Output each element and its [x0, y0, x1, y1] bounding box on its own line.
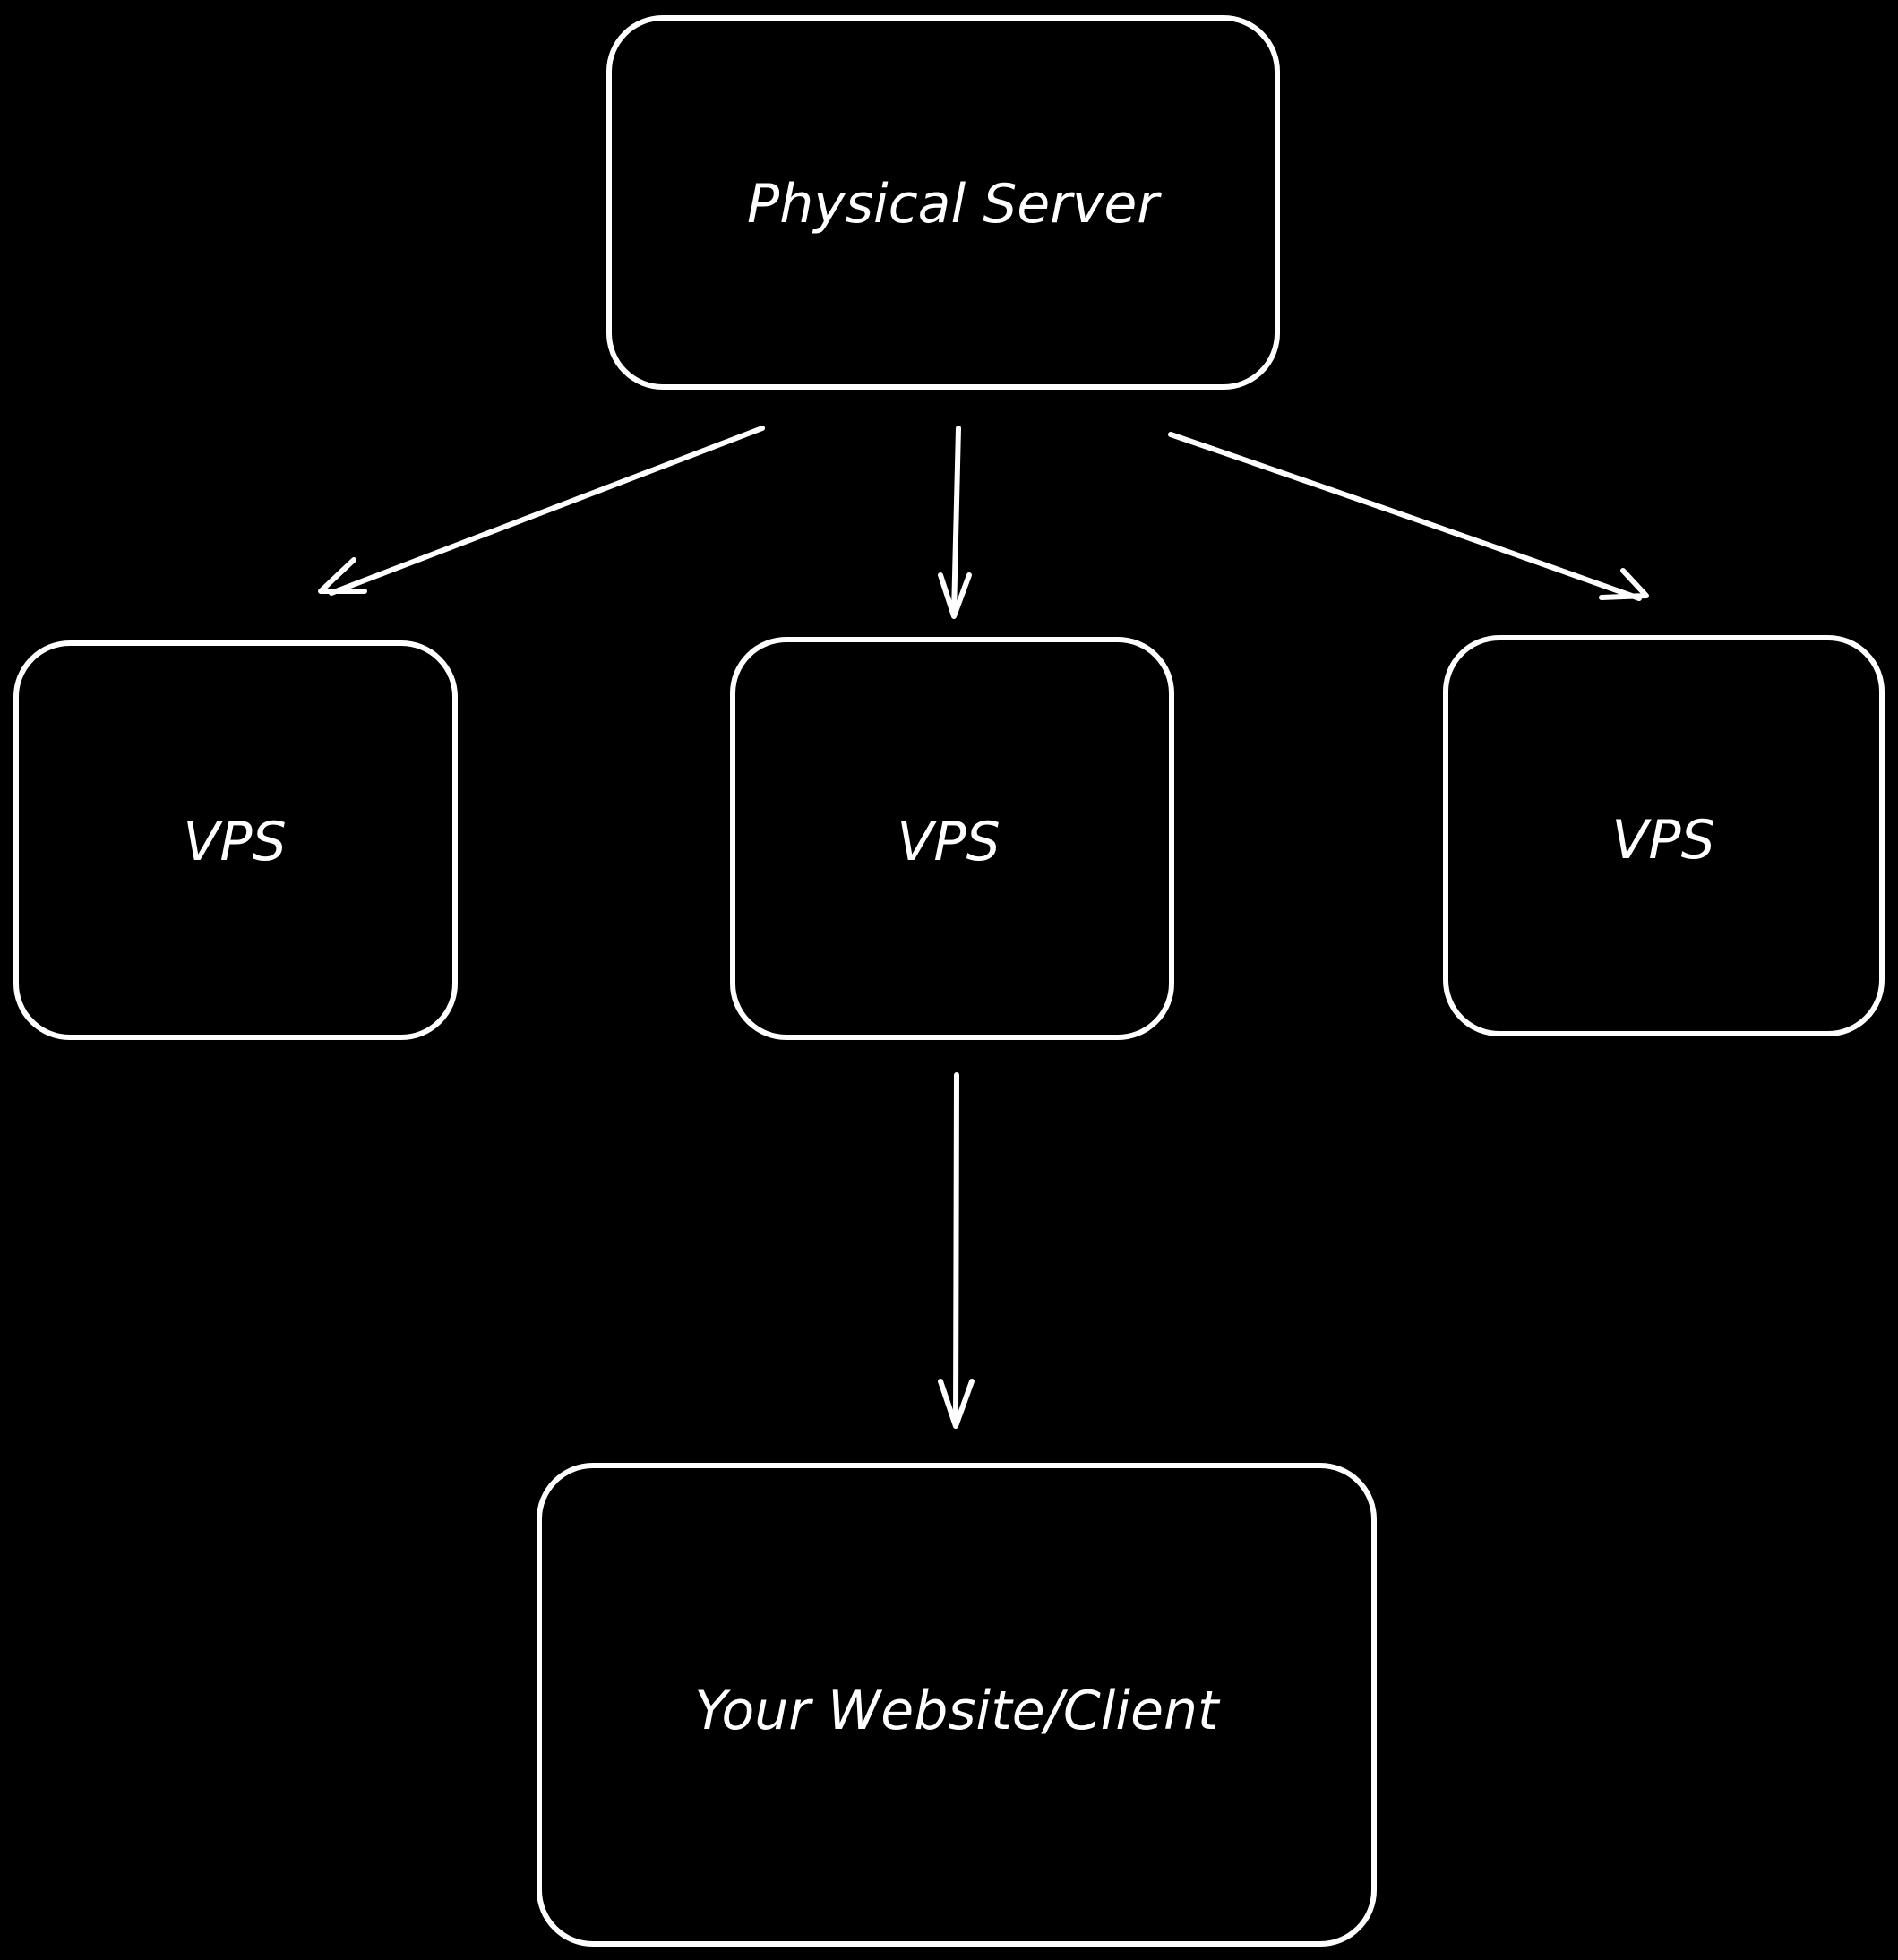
node-website-client: Your Website/Client — [537, 1463, 1377, 1947]
edge-server-to-vps-left — [318, 426, 765, 596]
node-label: VPS — [897, 811, 1000, 873]
node-label: Physical Server — [747, 173, 1162, 236]
edge-vps-center-to-website — [938, 1072, 975, 1429]
node-physical-server: Physical Server — [606, 15, 1280, 390]
node-vps-left: VPS — [13, 640, 458, 1040]
node-label: VPS — [1611, 809, 1714, 872]
node-label: VPS — [183, 811, 286, 873]
edge-server-to-vps-center — [938, 426, 972, 619]
edges — [318, 426, 1649, 1429]
node-vps-center: VPS — [730, 637, 1174, 1040]
node-vps-right: VPS — [1443, 635, 1885, 1036]
edge-server-to-vps-right — [1168, 432, 1649, 601]
node-label: Your Website/Client — [694, 1680, 1221, 1742]
